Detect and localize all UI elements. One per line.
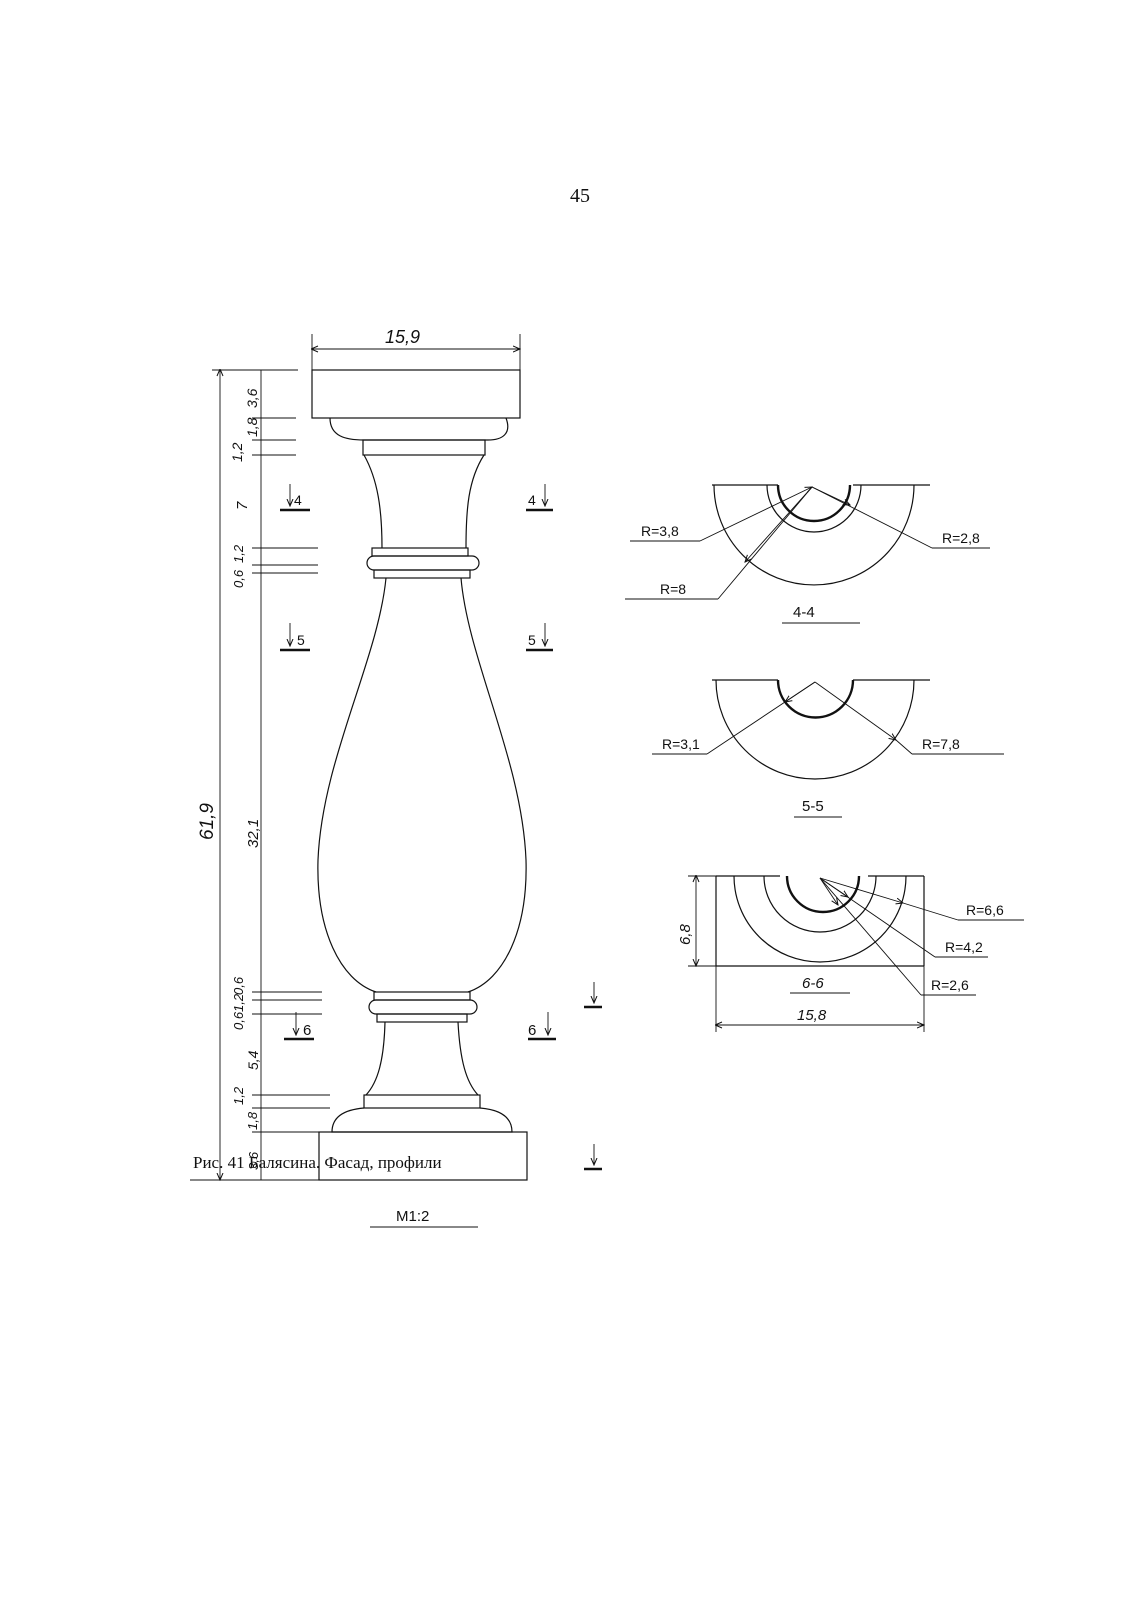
neck-fillet bbox=[373, 569, 471, 579]
top-width-dimension: 15,9 bbox=[312, 327, 520, 370]
dim-label: 1,2 bbox=[231, 1086, 246, 1105]
dim-label: 1,2 bbox=[229, 442, 245, 462]
belly-right bbox=[460, 577, 527, 993]
section-marks: 4 4 5 5 6 6 bbox=[280, 484, 602, 1171]
neck-left bbox=[363, 454, 383, 549]
top-cap bbox=[311, 369, 521, 419]
top-width-label: 15,9 bbox=[385, 327, 420, 347]
section-4-4: R=3,8 R=8 R=2,8 4-4 bbox=[625, 484, 990, 624]
base-block bbox=[318, 1131, 528, 1181]
r-label-6-1: R=6,6 bbox=[966, 902, 1004, 918]
base-abacus bbox=[363, 1094, 481, 1109]
width-label-6: 15,8 bbox=[797, 1007, 827, 1024]
dim-label: 1,8 bbox=[244, 417, 260, 437]
bottom-torus bbox=[368, 999, 478, 1015]
section-title-4-4: 4-4 bbox=[793, 604, 815, 621]
baluster-facade bbox=[311, 369, 528, 1181]
section-title-5-5: 5-5 bbox=[802, 798, 824, 815]
r-label-6-2: R=4,2 bbox=[945, 939, 983, 955]
dim-label: 3,6 bbox=[246, 1151, 261, 1170]
bottom-band bbox=[373, 991, 471, 1001]
lower-neck-left bbox=[365, 1021, 386, 1096]
total-height-dimension: 61,9 bbox=[190, 370, 319, 1180]
r-label-5-inner: R=3,1 bbox=[662, 736, 700, 752]
r-label-4-inner: R=2,8 bbox=[942, 530, 980, 546]
top-abacus bbox=[362, 439, 486, 456]
dim-label: 0,6 bbox=[231, 976, 246, 995]
dim-label: 0,6 bbox=[231, 569, 246, 588]
dim-label: 1,2 bbox=[231, 993, 246, 1012]
bottom-fillet bbox=[376, 1013, 468, 1023]
dim-label: 1,2 bbox=[231, 544, 246, 563]
neck-right bbox=[465, 454, 485, 549]
dim-label: 0,6 bbox=[231, 1011, 246, 1030]
belly-left bbox=[317, 577, 387, 993]
section-6-6: R=6,6 R=4,2 R=2,6 6,8 6-6 15,8 bbox=[677, 876, 1024, 1032]
figure-caption: Рис. 41 Балясина. Фасад, профили bbox=[193, 1153, 442, 1172]
section-5-5: R=3,1 R=7,8 5-5 bbox=[652, 679, 1004, 818]
dim-label: 7 bbox=[234, 501, 251, 510]
section-mark-4-left: 4 bbox=[294, 492, 302, 508]
r-label-5-outer: R=7,8 bbox=[922, 736, 960, 752]
neck-torus bbox=[366, 555, 480, 571]
r-label-4-mid: R=3,8 bbox=[641, 523, 679, 539]
section-mark-6-right: 6 bbox=[528, 1022, 536, 1039]
page-number: 45 bbox=[570, 185, 590, 207]
section-mark-4-right: 4 bbox=[528, 492, 536, 508]
neck-band bbox=[371, 547, 469, 557]
dim-label: 5,4 bbox=[245, 1050, 261, 1070]
chain-dimensions: 3,6 1,8 1,2 7 1,2 0,6 32,1 0,6 1,2 0,6 5… bbox=[229, 370, 330, 1180]
top-fillet bbox=[329, 417, 509, 441]
dim-label: 1,8 bbox=[245, 1111, 260, 1130]
lower-neck-right bbox=[457, 1021, 479, 1096]
section-mark-6-left: 6 bbox=[303, 1022, 311, 1039]
scale-label-group: М1:2 bbox=[370, 1208, 478, 1228]
base-fillet bbox=[331, 1107, 513, 1133]
dim-label: 3,6 bbox=[244, 388, 260, 408]
scale-label: М1:2 bbox=[396, 1208, 429, 1225]
section-title-6-6: 6-6 bbox=[802, 975, 824, 992]
dim-label: 32,1 bbox=[245, 819, 262, 848]
section-mark-5-right: 5 bbox=[528, 632, 536, 648]
section-mark-5-left: 5 bbox=[297, 632, 305, 648]
total-height-label: 61,9 bbox=[197, 803, 218, 840]
r-label-6-3: R=2,6 bbox=[931, 977, 969, 993]
r-label-4-outer: R=8 bbox=[660, 581, 686, 597]
height-label-6: 6,8 bbox=[677, 923, 694, 945]
